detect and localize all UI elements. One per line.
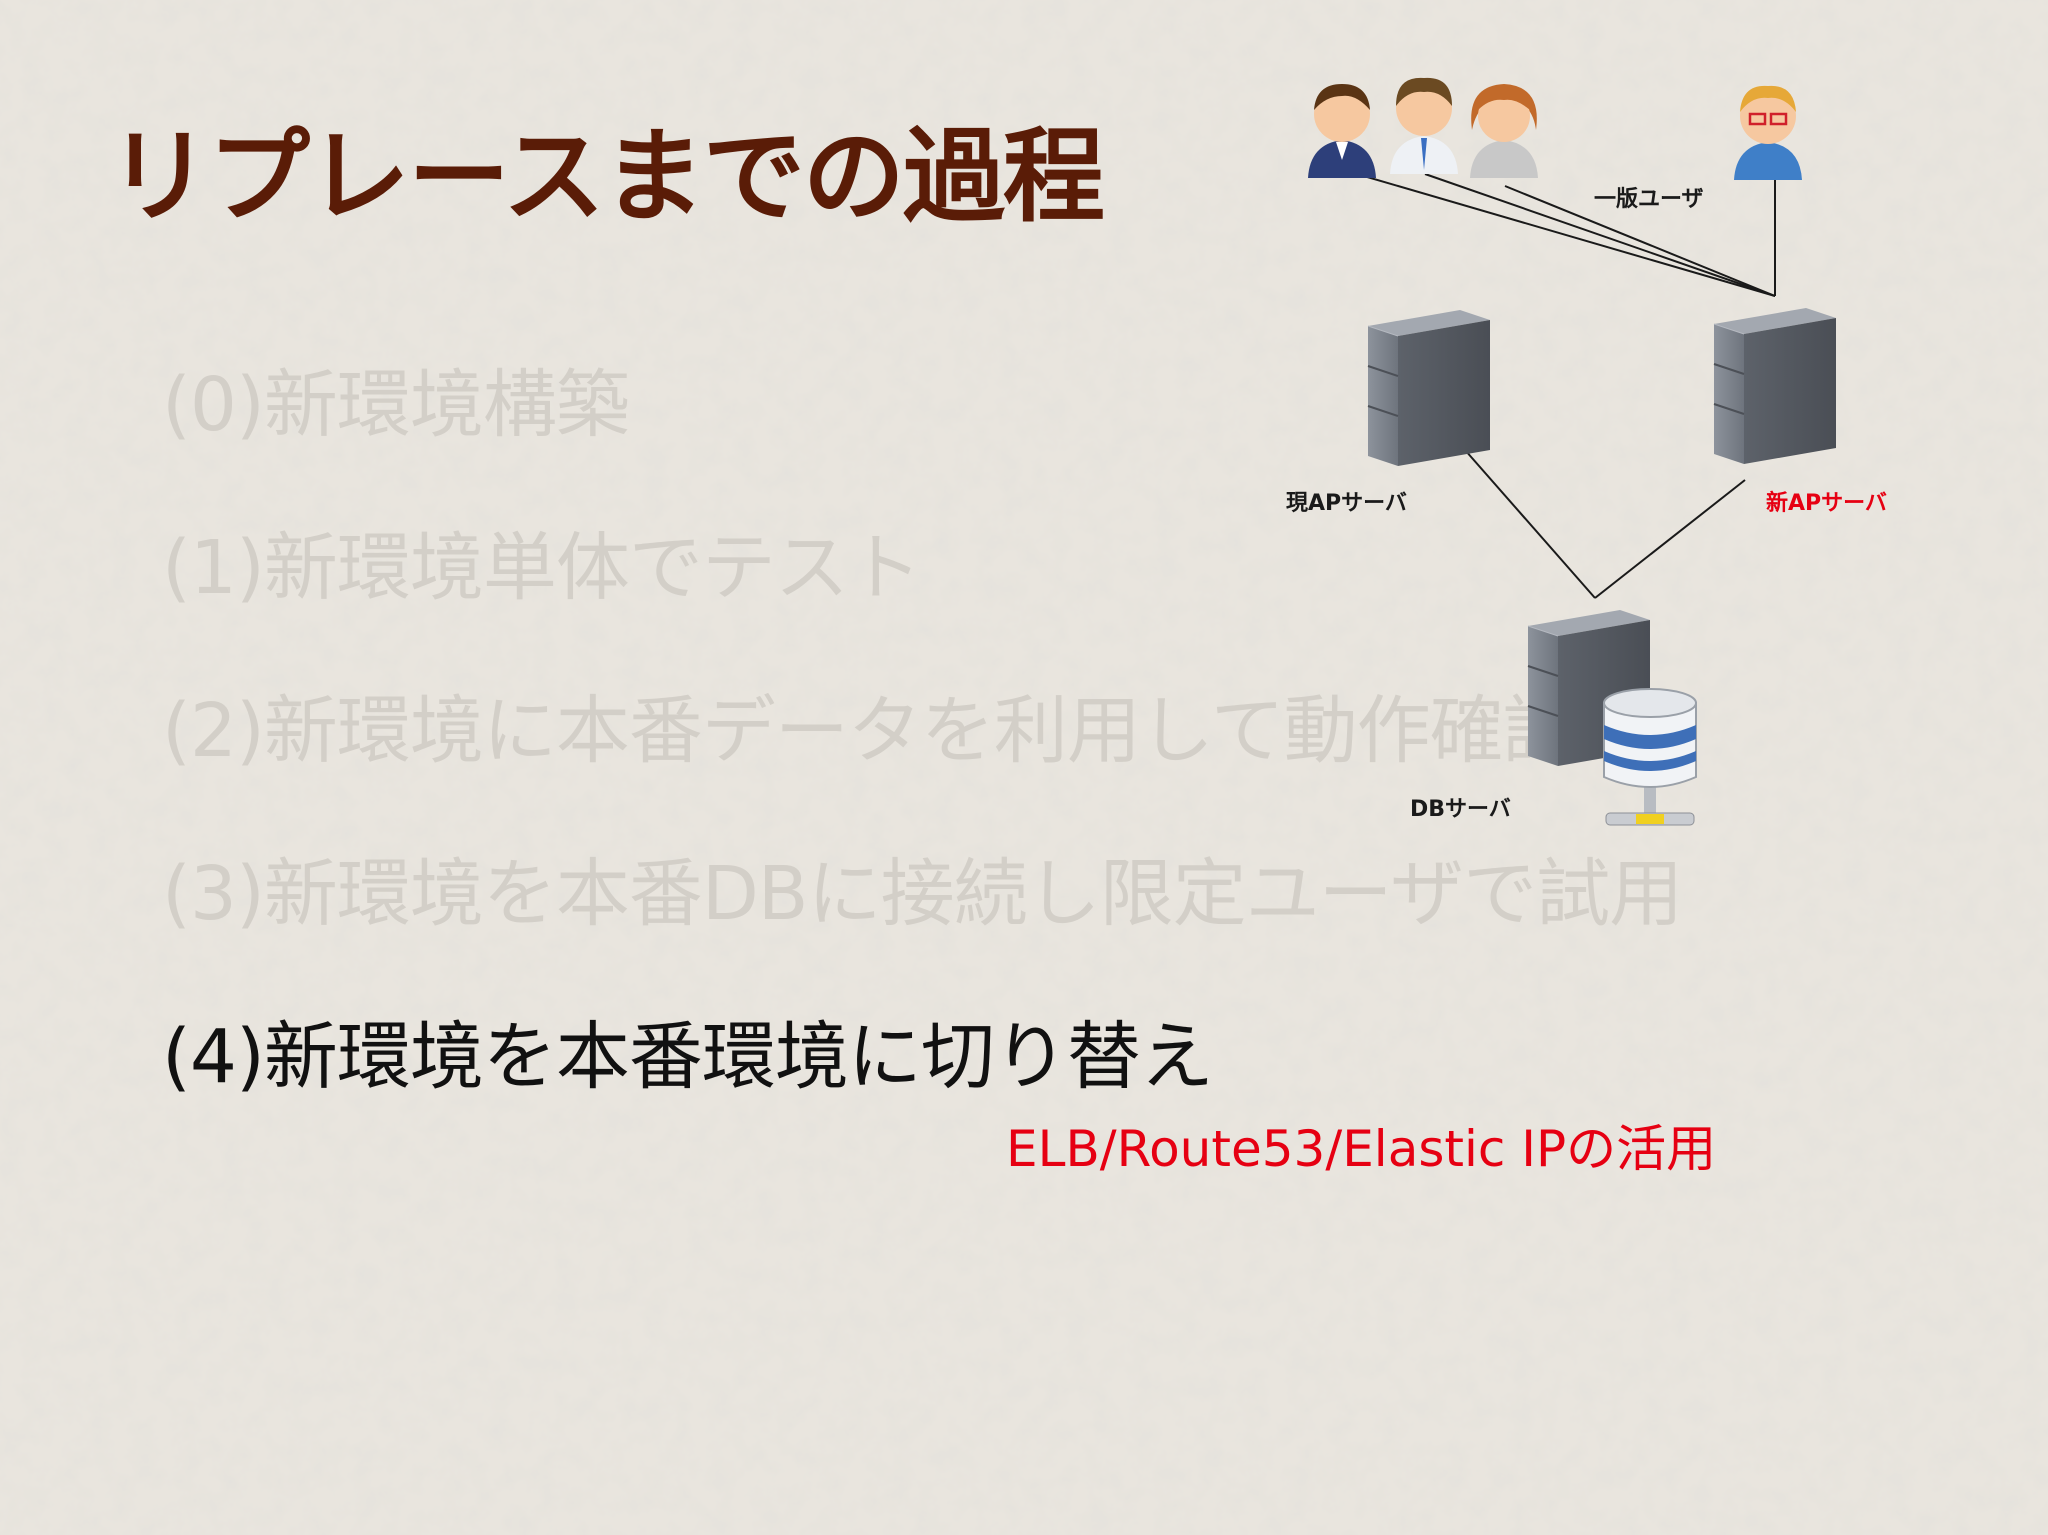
step-note: ELB/Route53/Elastic IPの活用: [1006, 1120, 1717, 1178]
step-item-3: (3)新環境を本番DBに接続し限定ユーザで試用: [162, 851, 1683, 937]
user-icon: [1390, 77, 1458, 174]
slide-title: リプレースまでの過程: [108, 118, 1105, 237]
server-icon: [1713, 307, 1837, 465]
new-server-db-link: [1594, 479, 1746, 599]
new-server-label: 新APサーバ: [1766, 490, 1887, 516]
connection-lines: [1349, 171, 1776, 599]
user-3-link: [1504, 185, 1776, 297]
architecture-diagram: 一版ユーザ 現APサーバ 新APサーバ DBサーバ: [1286, 77, 1887, 826]
user-icon: [1470, 84, 1538, 178]
current-server-db-link: [1464, 449, 1596, 599]
db-server-label: DBサーバ: [1410, 797, 1511, 822]
user-2-link: [1424, 173, 1776, 297]
user-1-link: [1349, 171, 1776, 297]
user-icon: [1734, 85, 1802, 180]
current-server-label: 現APサーバ: [1286, 491, 1407, 516]
database-icon: [1603, 688, 1697, 826]
step-item-4: (4)新環境を本番環境に切り替え: [162, 1014, 1214, 1100]
step-item-1: (1)新環境単体でテスト: [162, 525, 922, 611]
step-item-2: (2)新環境に本番データを利用して動作確認: [162, 688, 1577, 774]
users-label: 一版ユーザ: [1594, 187, 1704, 212]
step-item-0: (0)新環境構築: [162, 362, 630, 448]
user-icon: [1308, 84, 1376, 178]
server-icon: [1367, 309, 1491, 467]
